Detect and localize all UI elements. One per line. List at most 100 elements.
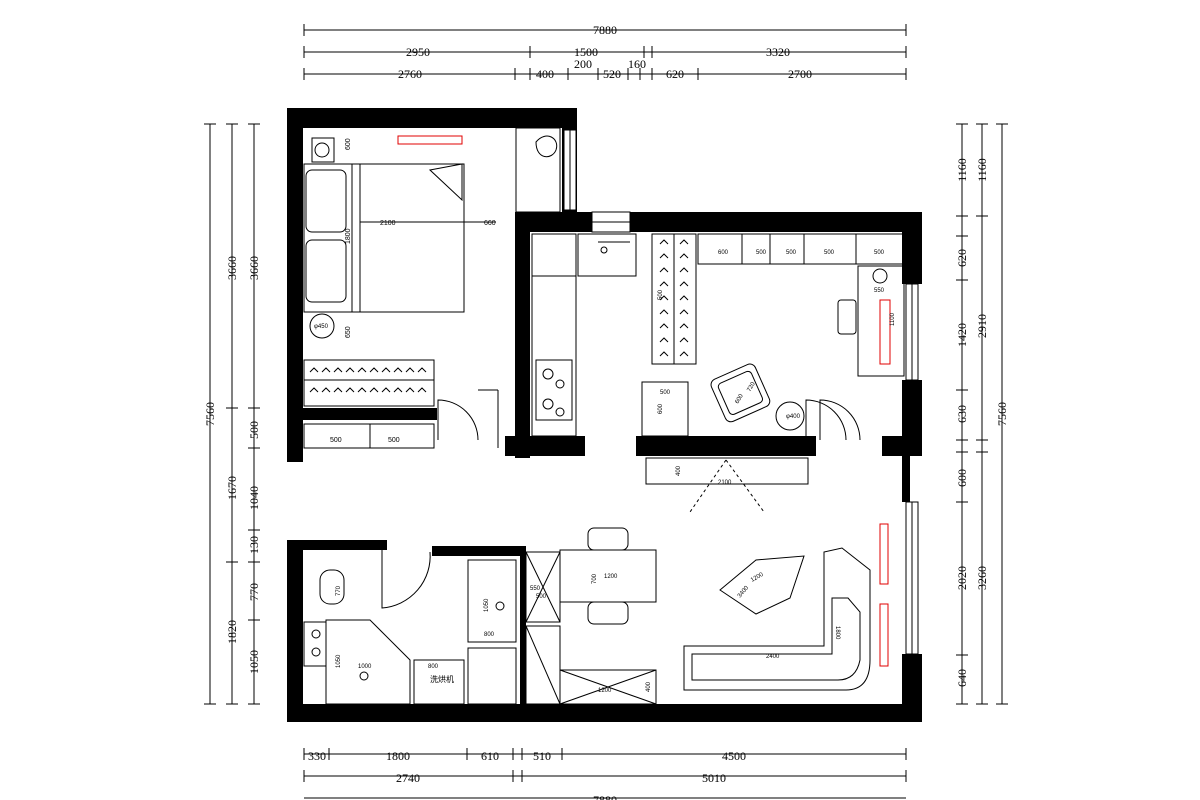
wardrobe-hangers <box>309 367 427 393</box>
tv-cabinet <box>645 457 809 485</box>
basin-depth-label: 1050 <box>336 654 342 668</box>
study-desk <box>857 265 905 377</box>
basin-label: 1000 <box>358 664 372 670</box>
top-dim-160: 160 <box>628 57 646 71</box>
study <box>641 233 905 485</box>
top-dimensions <box>303 24 907 80</box>
washer-size-label: 800 <box>428 664 439 670</box>
tall-cabinet-2-label: 500 <box>536 594 547 600</box>
left-dim-770: 770 <box>247 583 261 601</box>
bedside-round-label: 650 <box>345 326 352 338</box>
kitchen-sink-label: 500 <box>658 289 664 300</box>
closet-top-2: 500 <box>756 250 767 256</box>
bottom-dim-4500: 4500 <box>722 749 746 763</box>
wardrobe-low-label-1: 500 <box>330 437 342 444</box>
left-dimensions <box>204 123 260 705</box>
tv-depth-label: 400 <box>676 465 682 476</box>
closet-top-5: 500 <box>874 250 885 256</box>
study-hangers <box>659 239 689 357</box>
armchair-label: 600 <box>735 393 746 405</box>
toilet <box>319 569 345 605</box>
bathroom <box>303 548 561 705</box>
bed-length-label: 2100 <box>380 220 396 227</box>
bedroom-ac-unit <box>397 135 463 145</box>
right-dim-3260: 3260 <box>975 566 989 590</box>
sofa <box>683 547 871 691</box>
living-red-mark-2 <box>879 603 889 667</box>
sink-counter <box>577 233 637 277</box>
rug-label: 1200 <box>750 572 765 584</box>
living-room <box>559 523 889 705</box>
rug <box>719 555 805 615</box>
top-dim-3320: 3320 <box>766 45 790 59</box>
bed-width-label: 1800 <box>345 228 352 244</box>
fridge <box>531 233 577 277</box>
entry-cabinet-label: 1200 <box>598 688 612 694</box>
right-dim-2020: 2020 <box>955 566 969 590</box>
top-dim-overall: 7880 <box>593 23 617 37</box>
sofa-depth-label: 1800 <box>834 626 840 640</box>
left-dim-1670: 1670 <box>225 476 239 500</box>
closet-top-1: 600 <box>718 250 729 256</box>
top-dim-2760: 2760 <box>398 67 422 81</box>
right-dim-600: 600 <box>955 469 969 487</box>
study-armchair <box>710 363 771 423</box>
bath-counter <box>303 621 327 667</box>
study-desk-red-mark <box>879 299 891 365</box>
right-dimensions <box>956 123 1008 705</box>
left-dim-3660-a: 3660 <box>225 256 239 280</box>
left-dim-1040: 1040 <box>247 486 261 510</box>
top-dim-400: 400 <box>536 67 554 81</box>
bottom-dim-2740: 2740 <box>396 771 420 785</box>
bottom-dim-1800: 1800 <box>386 749 410 763</box>
tv-cabinet-label: 2100 <box>718 480 732 486</box>
shower-depth-label: 1050 <box>484 598 490 612</box>
closet-top-4: 500 <box>824 250 835 256</box>
kitchen <box>531 233 637 437</box>
bedroom <box>303 127 561 449</box>
shower-area <box>325 619 411 705</box>
bedroom-low-cabinet <box>303 423 435 449</box>
bottom-dimensions <box>303 748 907 799</box>
shower-label: 800 <box>484 632 495 638</box>
living-red-mark-1 <box>879 523 889 585</box>
washer-label: 洗烘机 <box>430 674 454 684</box>
left-dim-7560: 7560 <box>203 402 217 426</box>
right-dim-630: 630 <box>955 405 969 423</box>
cabinet-500-label: 500 <box>660 390 671 396</box>
rug-angle-label: 3400 <box>737 585 751 600</box>
study-top-cabinet <box>697 233 905 265</box>
entry-depth-label: 400 <box>646 681 652 692</box>
right-dim-1420: 1420 <box>955 323 969 347</box>
tall-cabinet-2 <box>525 551 561 623</box>
side-table-label: φ400 <box>786 414 801 420</box>
top-dim-200: 200 <box>574 57 592 71</box>
top-dim-2700: 2700 <box>788 67 812 81</box>
cabinet-600-label: 600 <box>658 403 664 414</box>
left-dim-500: 500 <box>247 421 261 439</box>
study-side-table <box>775 401 805 431</box>
right-dim-1160-b: 1160 <box>975 158 989 182</box>
top-dim-2950: 2950 <box>406 45 430 59</box>
study-chair <box>837 299 857 335</box>
bottom-dim-330: 330 <box>308 749 326 763</box>
bedroom-balcony <box>515 127 561 213</box>
right-dim-620: 620 <box>955 249 969 267</box>
bathroom-door <box>381 548 431 609</box>
bed-clear-label: 660 <box>484 220 496 227</box>
bedside-top-label: 600 <box>345 138 352 150</box>
bottom-dim-510: 510 <box>533 749 551 763</box>
desk-chair-label: 550 <box>874 288 885 294</box>
bedroom-wardrobe <box>303 359 435 407</box>
kitchen-counter <box>531 275 577 437</box>
tall-cabinet-1 <box>467 647 517 705</box>
walls <box>287 108 922 722</box>
dining-table-label: 1200 <box>604 574 618 580</box>
cooktop <box>535 359 573 421</box>
washer-dryer <box>413 659 465 705</box>
left-dim-130: 130 <box>247 536 261 554</box>
tv-sightlines <box>689 459 765 513</box>
left-dim-1820: 1820 <box>225 620 239 644</box>
round-bedside-table <box>309 313 335 339</box>
